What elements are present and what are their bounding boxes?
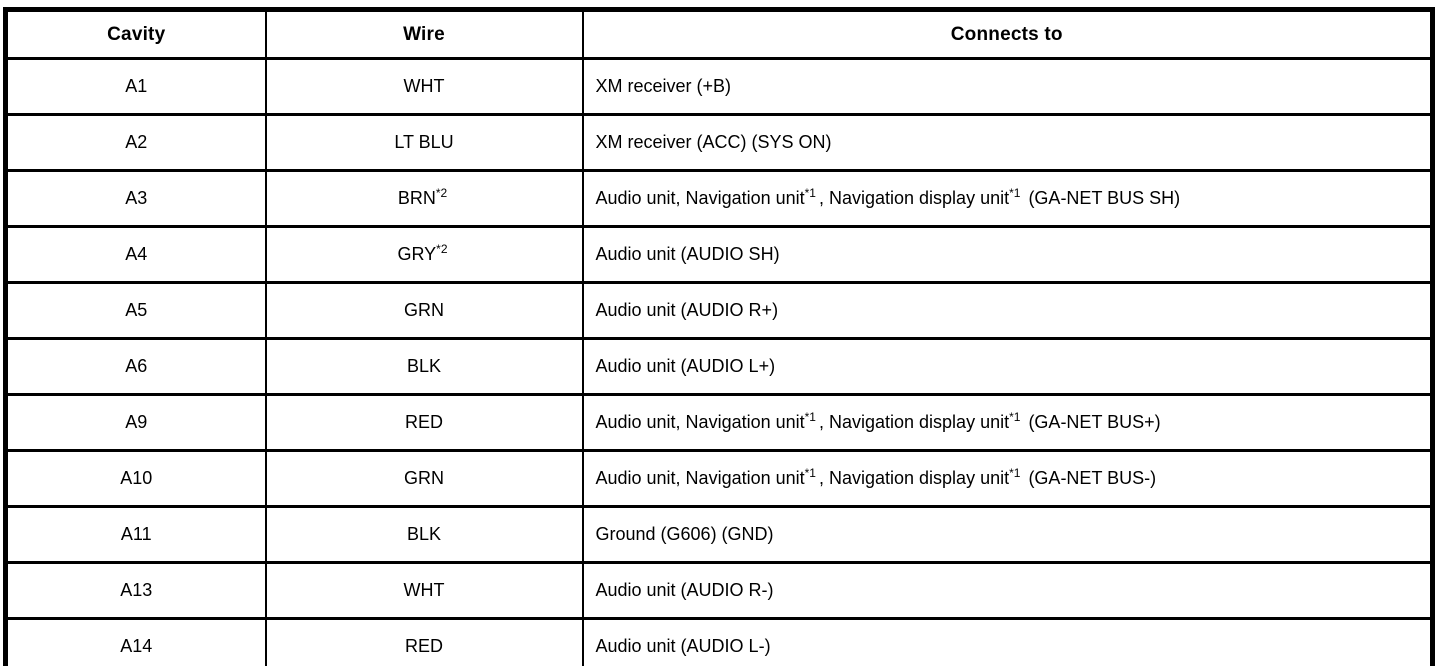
cavity-cell: A10 (4, 449, 267, 508)
wire-cell: BRN*2 (264, 169, 584, 228)
connects-to-cell: Audio unit, Navigation unit*1, Navigatio… (581, 393, 1434, 452)
connects-to-cell: XM receiver (ACC) (SYS ON) (581, 113, 1434, 172)
wire-cell: BLK (264, 505, 584, 564)
column-header-connects-to: Connects to (581, 8, 1434, 60)
connects-footnote-marker: *1 (1009, 410, 1021, 424)
connects-to-cell: Audio unit (AUDIO R+) (581, 281, 1434, 340)
wire-cell: GRY*2 (264, 225, 584, 284)
header-row: Cavity Wire Connects to (4, 8, 1434, 60)
cavity-cell: A6 (4, 337, 267, 396)
wire-cell: LT BLU (264, 113, 584, 172)
cavity-cell: A2 (4, 113, 267, 172)
connects-footnote-marker: *1 (804, 466, 816, 480)
connects-footnote-marker: *1 (804, 410, 816, 424)
cavity-cell: A11 (4, 505, 267, 564)
wire-cell: GRN (264, 449, 584, 508)
column-header-cavity: Cavity (4, 8, 267, 60)
connects-to-cell: Audio unit (AUDIO L-) (581, 617, 1434, 666)
wire-cell: GRN (264, 281, 584, 340)
wire-cell: WHT (264, 57, 584, 116)
wire-cell: RED (264, 617, 584, 666)
connects-to-cell: Audio unit, Navigation unit*1, Navigatio… (581, 169, 1434, 228)
connects-footnote-marker: *1 (1009, 466, 1021, 480)
connects-to-cell: Audio unit, Navigation unit*1, Navigatio… (581, 449, 1434, 508)
connects-to-cell: Ground (G606) (GND) (581, 505, 1434, 564)
cavity-cell: A4 (4, 225, 267, 284)
column-header-wire: Wire (264, 8, 584, 60)
connects-footnote-marker: *1 (804, 186, 816, 200)
connects-footnote-marker: *1 (1009, 186, 1021, 200)
connects-to-cell: Audio unit (AUDIO L+) (581, 337, 1434, 396)
connects-to-cell: Audio unit (AUDIO SH) (581, 225, 1434, 284)
cavity-cell: A14 (4, 617, 267, 666)
cavity-cell: A5 (4, 281, 267, 340)
cavity-cell: A3 (4, 169, 267, 228)
wire-cell: BLK (264, 337, 584, 396)
wire-footnote-marker: *2 (435, 186, 448, 200)
connects-to-cell: Audio unit (AUDIO R-) (581, 561, 1434, 620)
connects-to-cell: XM receiver (+B) (581, 57, 1434, 116)
cavity-cell: A1 (4, 57, 267, 116)
cavity-cell: A9 (4, 393, 267, 452)
wire-cell: WHT (264, 561, 584, 620)
wire-cell: RED (264, 393, 584, 452)
cavity-cell: A13 (4, 561, 267, 620)
wire-footnote-marker: *2 (436, 242, 448, 256)
